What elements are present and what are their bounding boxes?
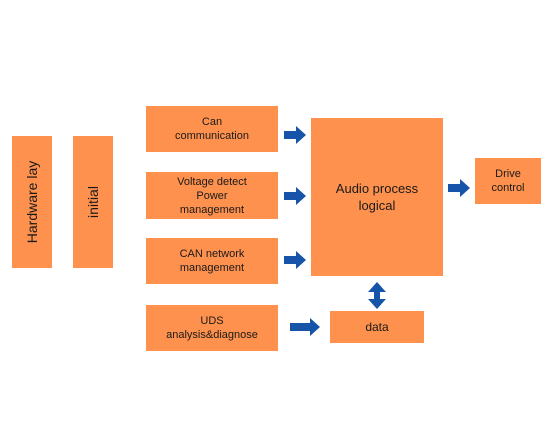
- audio-process-block: Audio process logical: [311, 118, 443, 276]
- arrow-can-to-audio: [284, 126, 306, 144]
- data-label: data: [365, 320, 389, 334]
- arrow-canmgmt-to-audio: [284, 251, 306, 269]
- voltage-detect-label: Voltage detect Power management: [177, 175, 247, 216]
- drive-control-block: Drive control: [475, 158, 541, 204]
- arrow-voltage-to-audio: [284, 187, 306, 205]
- can-network-management-label: CAN network management: [179, 248, 245, 274]
- initial-block: initial: [73, 136, 113, 268]
- arrow-audio-data-bidirectional: [368, 282, 386, 309]
- can-network-management-block: CAN network management: [146, 238, 278, 284]
- uds-analysis-block: UDS analysis&diagnose: [146, 305, 278, 351]
- uds-analysis-label: UDS analysis&diagnose: [166, 315, 258, 341]
- arrow-uds-to-data: [290, 318, 320, 336]
- audio-process-label: Audio process logical: [335, 181, 419, 213]
- hardware-layer-block: Hardware lay: [12, 136, 52, 268]
- voltage-detect-block: Voltage detect Power management: [146, 172, 278, 219]
- arrow-audio-to-drive: [448, 179, 470, 197]
- can-communication-block: Can communication: [146, 106, 278, 152]
- can-communication-label: Can communication: [175, 116, 249, 142]
- drive-control-label: Drive control: [491, 168, 525, 194]
- data-block: data: [330, 311, 424, 343]
